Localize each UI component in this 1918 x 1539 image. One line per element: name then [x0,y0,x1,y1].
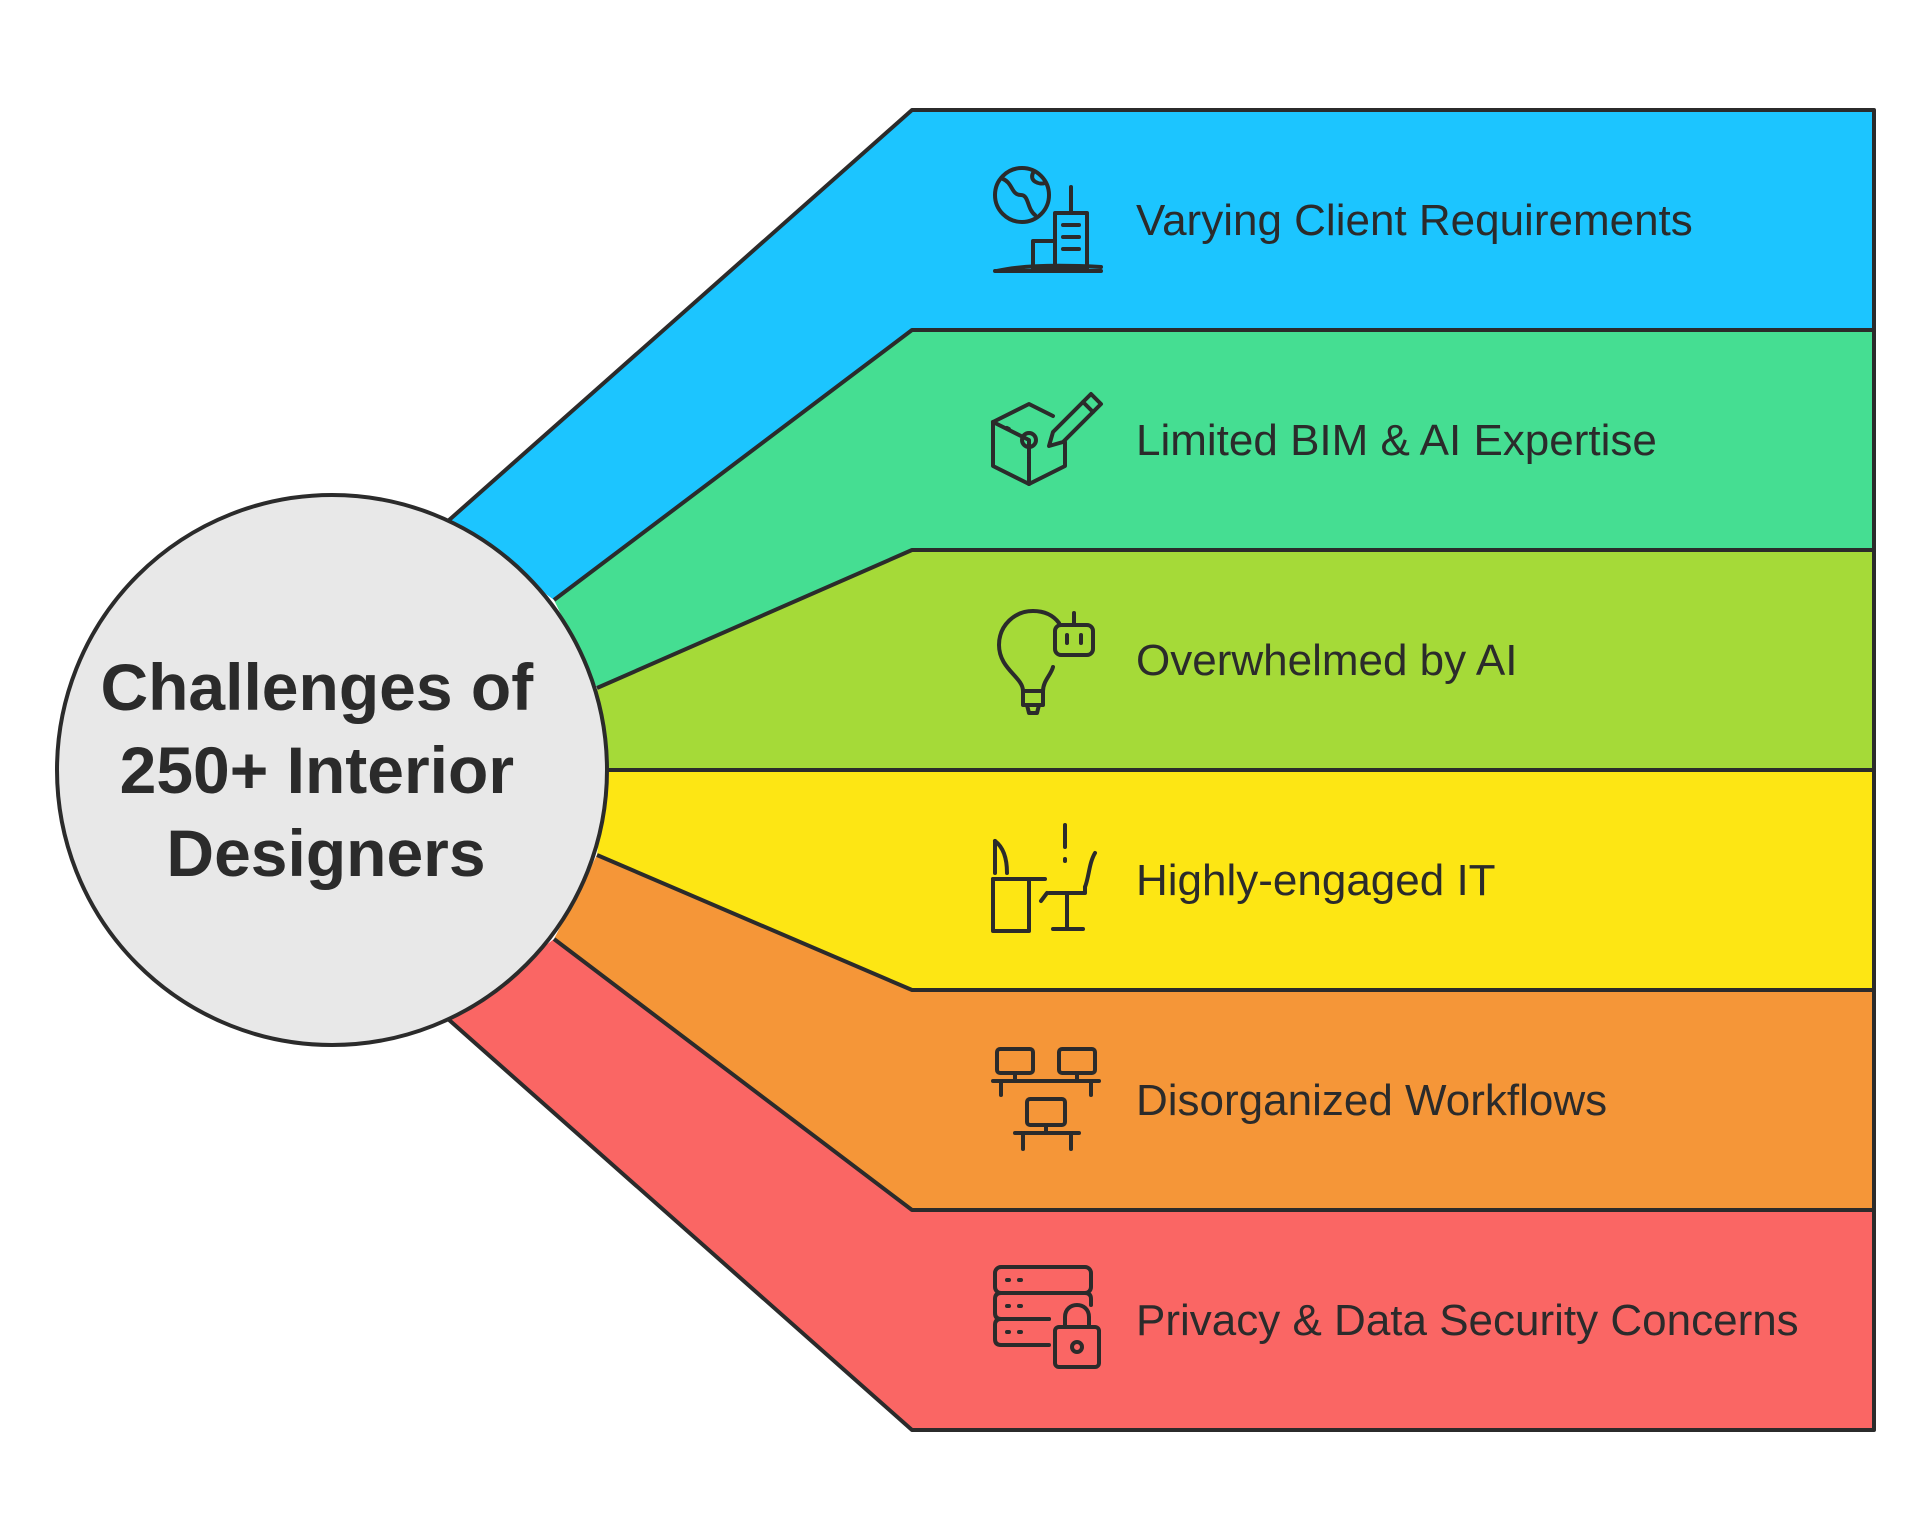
bands [448,110,1874,1430]
center-circle [55,493,609,1047]
globe-city-icon [993,166,1103,273]
center-title: Challenges of 250+ Interior Designers [100,650,551,890]
divider-5 [552,937,1874,1212]
lightbulb-robot-icon [997,609,1095,715]
band-4-shape [597,770,1874,990]
center-title-line-1: Challenges of [100,650,534,724]
center-node: Challenges of 250+ Interior Designers [55,493,609,1047]
center-title-line-3: Designers [166,816,485,890]
band-2-shape [554,330,1874,688]
band-6-label: Privacy & Data Security Concerns [1136,1296,1799,1345]
divider-4 [596,853,1874,992]
band-5-label: Disorganized Workflows [1136,1076,1607,1125]
divider-1 [552,328,1874,602]
band-5-shape [554,855,1874,1210]
scattered-workstations-icon [991,1047,1101,1151]
band-3-shape [597,550,1874,770]
center-title-line-2: 250+ Interior [120,733,514,807]
band-2-label: Limited BIM & AI Expertise [1136,416,1657,465]
band-3-label: Overwhelmed by AI [1136,636,1518,685]
desk-chairs-alert-icon [991,823,1097,933]
band-labels: Varying Client Requirements Limited BIM … [1136,196,1799,1345]
band-6-shape [448,939,1874,1430]
band-1-shape [448,110,1874,600]
cube-pencil-icon [991,392,1103,486]
band-1-label: Varying Client Requirements [1136,196,1693,245]
band-outlines [446,108,1876,1432]
band-4-label: Highly-engaged IT [1136,856,1496,905]
divider-2 [596,548,1874,690]
server-lock-icon [993,1265,1101,1369]
